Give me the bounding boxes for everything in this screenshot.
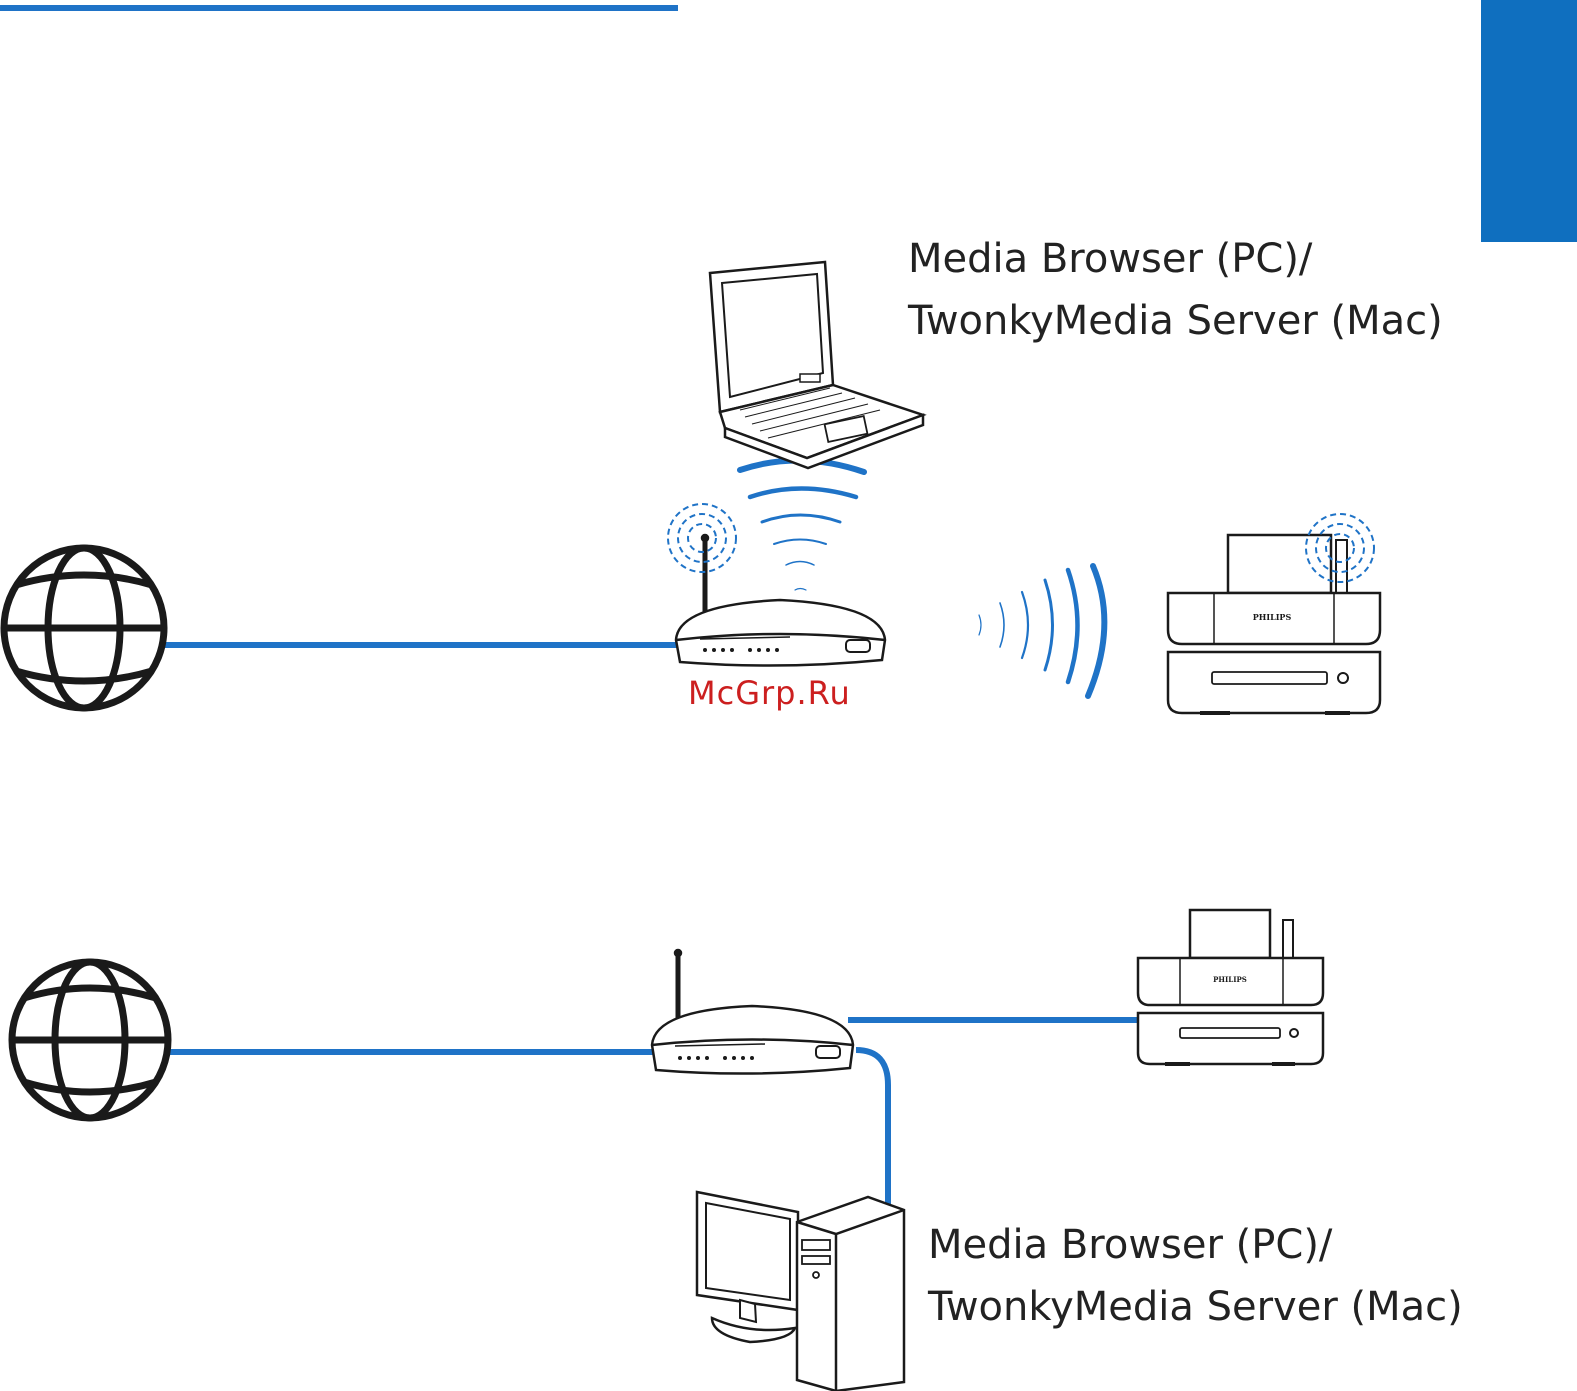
brand-label: PHILIPS bbox=[1253, 612, 1292, 622]
server-label-bottom-line1: Media Browser (PC)/ bbox=[928, 1214, 1463, 1276]
brand-label: PHILIPS bbox=[1213, 975, 1247, 984]
server-label-top: Media Browser (PC)/ TwonkyMedia Server (… bbox=[908, 228, 1443, 352]
router-icon bbox=[652, 950, 853, 1074]
server-label-top-line1: Media Browser (PC)/ bbox=[908, 228, 1443, 290]
wifi-signal-icon bbox=[740, 460, 864, 590]
router-icon bbox=[676, 535, 885, 666]
server-label-bottom-line2: TwonkyMedia Server (Mac) bbox=[928, 1276, 1463, 1338]
wifi-signal-icon bbox=[979, 566, 1104, 696]
laptop-icon bbox=[710, 262, 923, 468]
server-label-bottom: Media Browser (PC)/ TwonkyMedia Server (… bbox=[928, 1214, 1463, 1338]
philips-streamium-system-icon bbox=[1168, 535, 1380, 713]
server-label-top-line2: TwonkyMedia Server (Mac) bbox=[908, 290, 1443, 352]
globe-icon bbox=[12, 962, 168, 1118]
philips-streamium-system-icon bbox=[1138, 910, 1323, 1064]
globe-icon bbox=[4, 548, 164, 708]
desktop-pc-icon bbox=[697, 1192, 904, 1391]
watermark-text: McGrp.Ru bbox=[688, 674, 851, 712]
